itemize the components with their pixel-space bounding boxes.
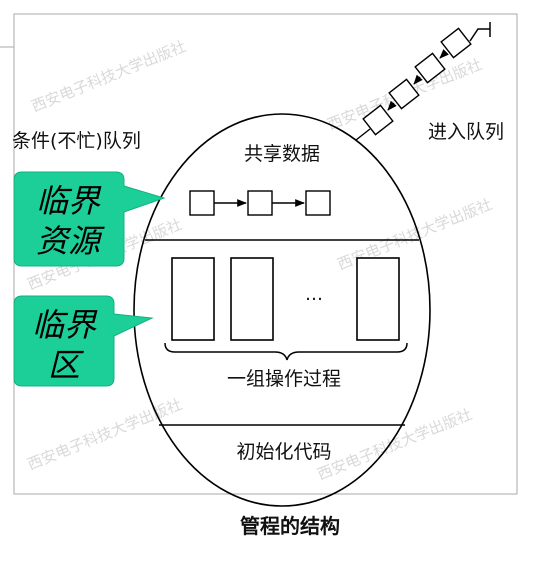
callout-line-2: 资源 <box>36 222 105 260</box>
entry-queue-chain <box>355 22 491 141</box>
callout-line-1: 临界 <box>36 182 102 220</box>
operation-box <box>171 257 215 341</box>
condition-queue-label: 条件(不忙)队列 <box>12 130 141 152</box>
monitor-ellipse <box>133 113 431 507</box>
queue-arrow <box>439 48 450 59</box>
entry-queue-tail <box>469 28 490 42</box>
init-code-label: 初始化代码 <box>236 441 331 463</box>
condition-queue-node <box>305 190 331 216</box>
callout-bubble <box>13 295 154 387</box>
ellipsis-label: … <box>305 284 323 305</box>
condition-queue-node <box>247 190 273 216</box>
queue-arrow <box>413 74 423 85</box>
callout-critical-section: 临界 区 <box>13 295 154 387</box>
operation-box <box>230 257 274 341</box>
callout-line-1: 临界 <box>32 306 98 344</box>
watermark-bottom-right: 西安电子科技大学出版社 <box>315 405 475 484</box>
callout-line-2: 区 <box>48 346 84 384</box>
condition-queue-node <box>189 190 215 216</box>
figure-caption: 管程的结构 <box>240 514 340 538</box>
entry-queue-node <box>362 104 394 136</box>
callout-bubble <box>13 171 166 267</box>
operation-box <box>356 257 400 341</box>
watermark-bottom-left: 西安电子科技大学出版社 <box>25 395 185 474</box>
entry-queue-label: 进入队列 <box>428 121 504 143</box>
condition-queue-chain <box>189 190 331 216</box>
operations-brace <box>164 342 408 361</box>
shared-data-label: 共享数据 <box>244 143 320 165</box>
operations-label: 一组操作过程 <box>227 368 341 390</box>
queue-link-to-monitor <box>355 128 371 141</box>
queue-arrow <box>387 100 397 111</box>
watermark-top-left: 西安电子科技大学出版社 <box>29 37 189 116</box>
callout-critical-resource: 临界 资源 <box>13 171 166 267</box>
